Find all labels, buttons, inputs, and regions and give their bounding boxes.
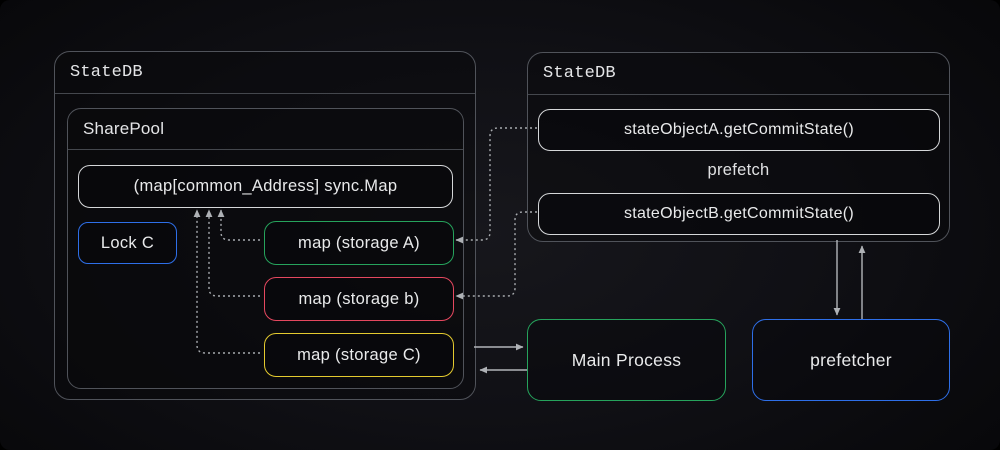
- main-process-box: Main Process: [527, 319, 726, 401]
- map-storage-a-label: map (storage A): [298, 233, 420, 252]
- prefetcher-label: prefetcher: [810, 349, 892, 370]
- prefetch-label: prefetch: [707, 161, 770, 179]
- left-statedb-title: StateDB: [70, 63, 143, 82]
- right-statedb-header: StateDB: [528, 53, 949, 95]
- state-object-b-label: stateObjectB.getCommitState(): [623, 205, 855, 222]
- sharepool-title: SharePool: [83, 119, 165, 138]
- sharepool-container: SharePool (map[common_Address] sync.Map …: [67, 108, 464, 389]
- left-statedb-container: StateDB SharePool (map[common_Address] s…: [54, 51, 476, 400]
- lock-c-box: Lock C: [78, 222, 177, 264]
- lock-c-label: Lock C: [100, 233, 155, 252]
- state-object-b-box: stateObjectB.getCommitState(): [538, 193, 940, 235]
- map-storage-c-box: map (storage C): [264, 333, 454, 377]
- map-storage-c-label: map (storage C): [297, 345, 421, 364]
- right-statedb-title: StateDB: [543, 64, 616, 83]
- left-statedb-header: StateDB: [55, 52, 475, 94]
- sharepool-header: SharePool: [68, 109, 463, 150]
- map-storage-b-label: map (storage b): [298, 289, 420, 308]
- sync-map-box: (map[common_Address] sync.Map: [78, 165, 453, 208]
- state-object-a-label: stateObjectA.getCommitState(): [623, 121, 855, 138]
- state-object-a-box: stateObjectA.getCommitState(): [538, 109, 940, 151]
- right-statedb-container: StateDB stateObjectA.getCommitState() pr…: [527, 52, 950, 242]
- main-process-label: Main Process: [571, 349, 682, 370]
- sync-map-label: (map[common_Address] sync.Map: [133, 177, 398, 195]
- map-storage-a-box: map (storage A): [264, 221, 454, 265]
- map-storage-b-box: map (storage b): [264, 277, 454, 321]
- prefetcher-box: prefetcher: [752, 319, 950, 401]
